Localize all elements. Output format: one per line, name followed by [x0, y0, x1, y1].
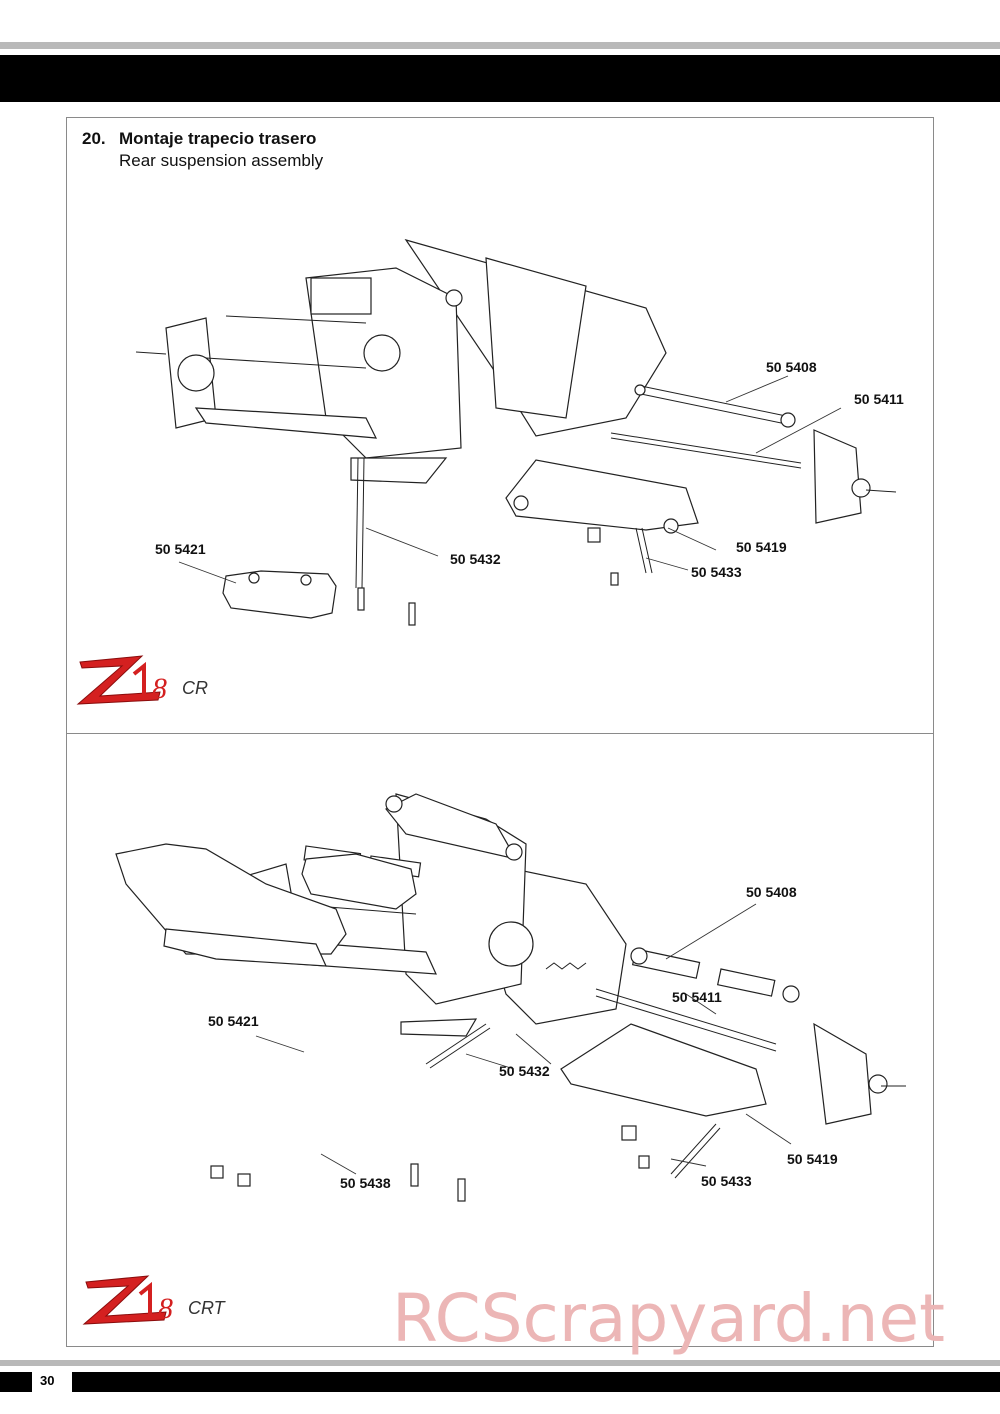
z18-crt-logo: 8 CRT [78, 1272, 268, 1328]
callout-50-5432-top: 50 5432 [450, 551, 501, 567]
logo-text-cr: CR [182, 678, 208, 698]
callout-50-5411-top: 50 5411 [854, 391, 904, 407]
callout-50-5419-bottom: 50 5419 [787, 1151, 838, 1167]
watermark: RCScrapyard.net [392, 1280, 945, 1357]
top-exploded-diagram [135, 238, 897, 626]
frame-divider [66, 733, 934, 734]
callout-50-5433-bottom: 50 5433 [701, 1173, 752, 1189]
bottom-exploded-diagram [115, 793, 906, 1202]
step-title-english: Rear suspension assembly [119, 151, 324, 170]
callout-50-5421-top: 50 5421 [155, 541, 206, 557]
callout-50-5408-bottom: 50 5408 [746, 884, 797, 900]
callout-50-5408-top: 50 5408 [766, 359, 817, 375]
callout-50-5419-top: 50 5419 [736, 539, 787, 555]
svg-text:8: 8 [158, 1292, 173, 1325]
callout-50-5438-bottom: 50 5438 [340, 1175, 391, 1191]
page-number-box [32, 1372, 72, 1392]
bottom-rule [0, 1360, 1000, 1366]
content-frame [66, 117, 934, 1347]
step-title-spanish: Montaje trapecio trasero [119, 129, 317, 148]
z18-cr-logo: 8 CR [72, 652, 242, 708]
svg-text:8: 8 [152, 672, 167, 705]
callout-50-5421-bottom: 50 5421 [208, 1013, 259, 1029]
callout-50-5411-bottom: 50 5411 [672, 989, 722, 1005]
page-number: 30 [40, 1373, 55, 1388]
footer-band [0, 1372, 1000, 1392]
callout-50-5433-top: 50 5433 [691, 564, 742, 580]
header-band [0, 55, 1000, 102]
callout-50-5432-bottom: 50 5432 [499, 1063, 550, 1079]
logo-text-crt: CRT [188, 1298, 227, 1318]
step-number: 20. [82, 129, 106, 148]
top-rule [0, 42, 1000, 49]
